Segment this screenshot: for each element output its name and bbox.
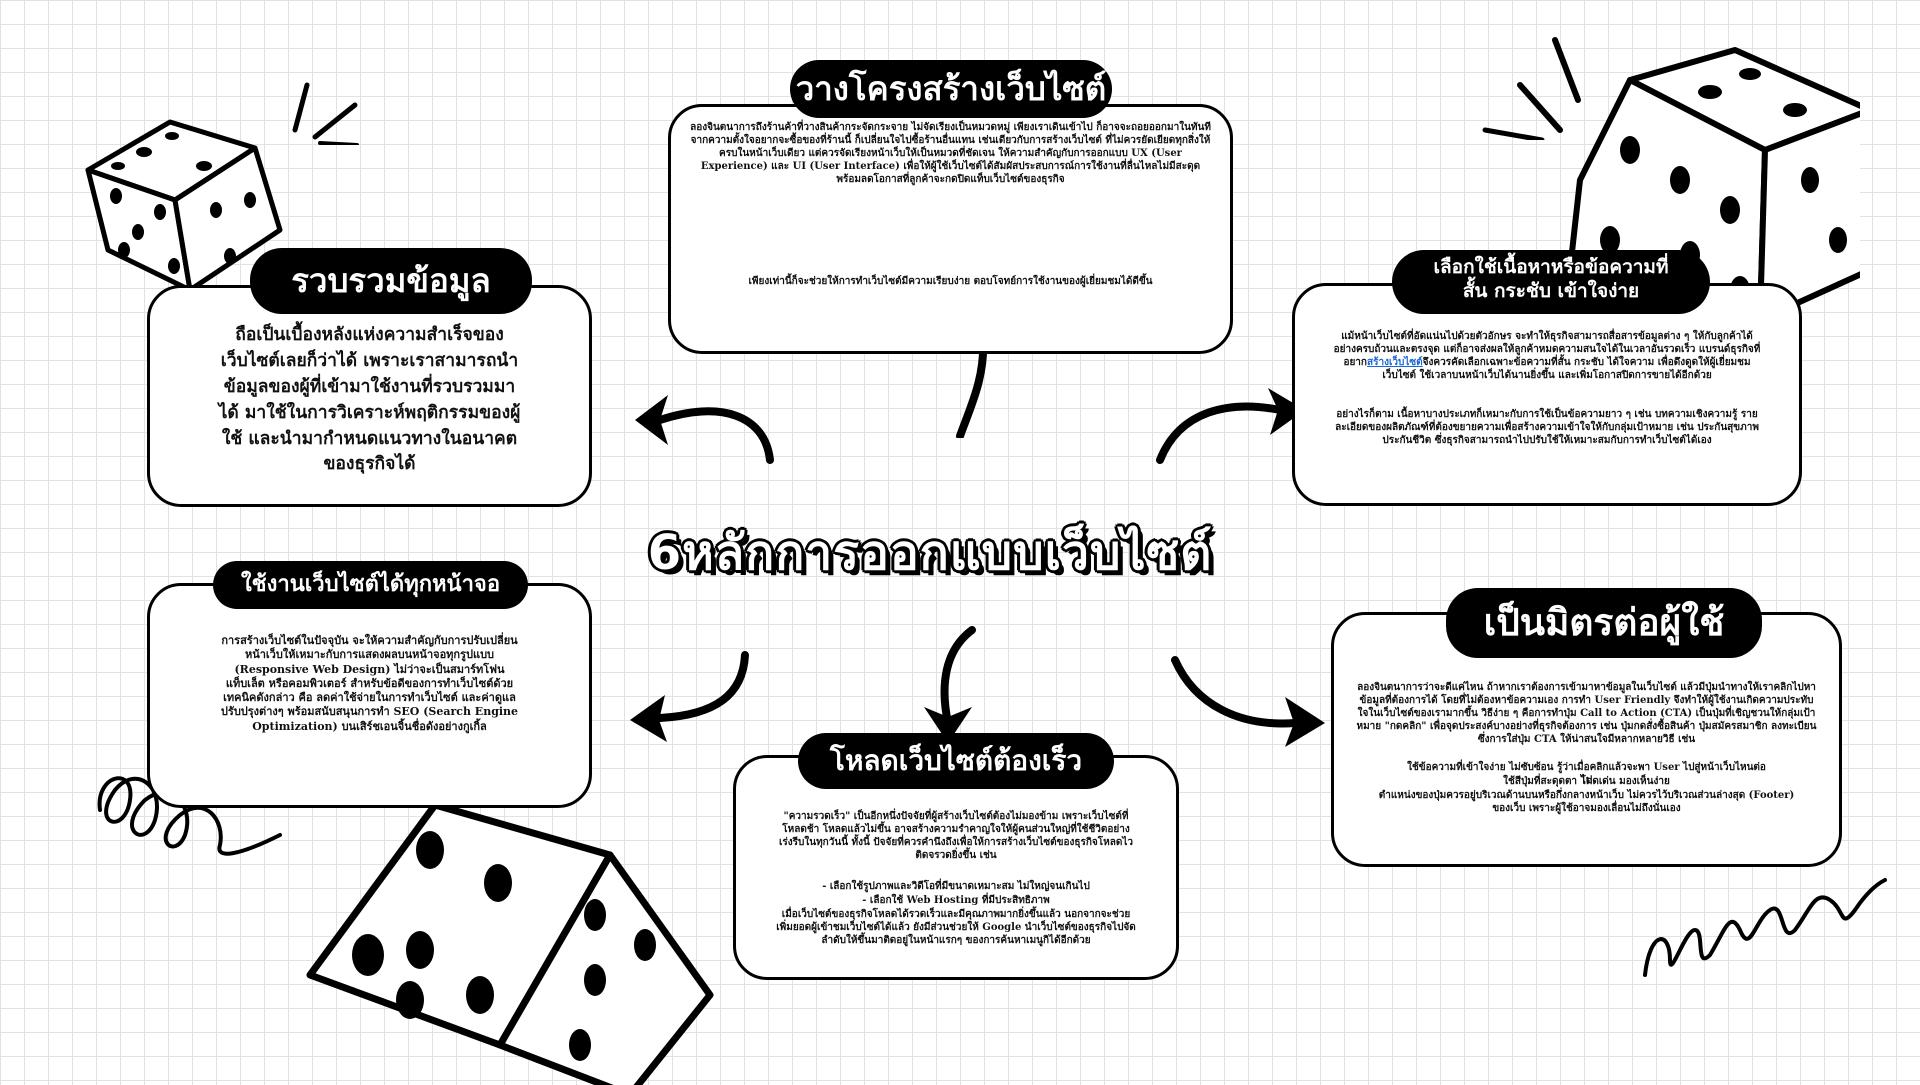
speed-paragraph-1: "ความรวดเร็ว" เป็นอีกหนึ่งปัจจัยที่ผู้สร… (778, 811, 1133, 861)
collect-title: รวบรวมข้อมูล (250, 248, 532, 314)
spark-lines-icon-top-right (1482, 37, 1581, 140)
dice-icon-top-left (85, 119, 283, 293)
responsive-title: ใช้งานเว็บไซต์ได้ทุกหน้าจอ (213, 561, 528, 609)
card-responsive: การสร้างเว็บไซต์ในปัจจุบัน จะให้ความสำคั… (147, 583, 592, 808)
friendly-paragraph-2: ใช้ข้อความที่เข้าใจง่าย ไม่ซับซ้อน รู้ว่… (1407, 762, 1766, 786)
structure-title: วางโครงสร้างเว็บไซต์ (790, 60, 1112, 118)
collect-body: ถือเป็นเบื้องหลังแห่งความสำเร็จของเว็บไซ… (218, 325, 521, 475)
friendly-paragraph-4: ตำแหน่งของปุ่มควรอยู่บริเวณด้านบนหรือกึ่… (1378, 790, 1795, 814)
spark-lines-icon-top-left (292, 82, 359, 145)
content-paragraph-1: แม้หน้าเว็บไซต์ที่อัดแน่นไปด้วยตัวอักษร … (1295, 330, 1799, 382)
curved-arrow-icon-left (635, 395, 774, 464)
responsive-body: การสร้างเว็บไซต์ในปัจจุบัน จะให้ความสำคั… (220, 634, 519, 733)
speed-paragraph-4: เมื่อเว็บไซต์ของธุรกิจโหลดได้รวดเร็วและม… (776, 909, 1136, 946)
speed-paragraph-2: - เลือกใช้รูปภาพและวิดีโอที่มีขนาดเหมาะส… (822, 881, 1090, 892)
create-website-link[interactable]: สร้างเว็บไซต์ (1366, 357, 1423, 368)
card-content: แม้หน้าเว็บไซต์ที่อัดแน่นไปด้วยตัวอักษร … (1292, 283, 1802, 506)
content-title: เลือกใช้เนื้อหาหรือข้อความที่ สั้น กระชั… (1392, 250, 1710, 314)
curved-arrow-icon-right-upper (1156, 388, 1305, 464)
content-p1-after: จึงควรคัดเลือกเฉพาะข้อความที่สั้น กระชับ… (1382, 357, 1751, 381)
structure-paragraph-2: เพียงเท่านี้ก็จะช่วยให้การทำเว็บไซต์มีคว… (748, 276, 1153, 287)
curved-arrow-icon-lower-left (630, 651, 749, 742)
content-paragraph-2: อย่างไรก็ตาม เนื้อหาบางประเภทก็เหมาะกับก… (1335, 409, 1759, 446)
speed-paragraph-3: - เลือกใช้ Web Hosting ที่มีประสิทธิภาพ (862, 895, 1050, 906)
friendly-title: เป็นมิตรต่อผู้ใช้ (1446, 588, 1762, 658)
main-title: 6หลักการออกแบบเว็บไซต์ (647, 525, 1213, 581)
card-collect: ถือเป็นเบื้องหลังแห่งความสำเร็จของเว็บไซ… (147, 285, 592, 507)
scribble-icon-right (1643, 878, 1887, 977)
card-structure: ลองจินตนาการถึงร้านค้าที่วางสินค้ากระจัด… (668, 104, 1233, 354)
structure-paragraph-1: ลองจินตนาการถึงร้านค้าที่วางสินค้ากระจัด… (690, 122, 1211, 185)
card-speed: "ความรวดเร็ว" เป็นอีกหนึ่งปัจจัยที่ผู้สร… (733, 755, 1179, 980)
curved-arrow-icon-down (924, 626, 976, 743)
content-title-line-2: สั้น กระชับ เข้าใจง่าย (1462, 279, 1640, 302)
curved-arrow-icon-lower-right (1171, 656, 1325, 747)
dice-icon-bottom-left (306, 801, 714, 1085)
scribble-icon-left (97, 776, 282, 856)
content-title-line-1: เลือกใช้เนื้อหาหรือข้อความที่ (1433, 256, 1669, 278)
content-p1-before: แม้หน้าเว็บไซต์ที่อัดแน่นไปด้วยตัวอักษร … (1333, 331, 1761, 368)
friendly-paragraph-3: ใช้สีปุ่มที่สะดุดตา โดดเด่น มองเห็นง่าย (1503, 776, 1670, 787)
speed-title: โหลดเว็บไซต์ต้องเร็ว (798, 733, 1114, 789)
friendly-paragraph-1: ลองจินตนาการว่าจะดีแค่ไหน ถ้าหากเราต้องก… (1356, 682, 1817, 745)
